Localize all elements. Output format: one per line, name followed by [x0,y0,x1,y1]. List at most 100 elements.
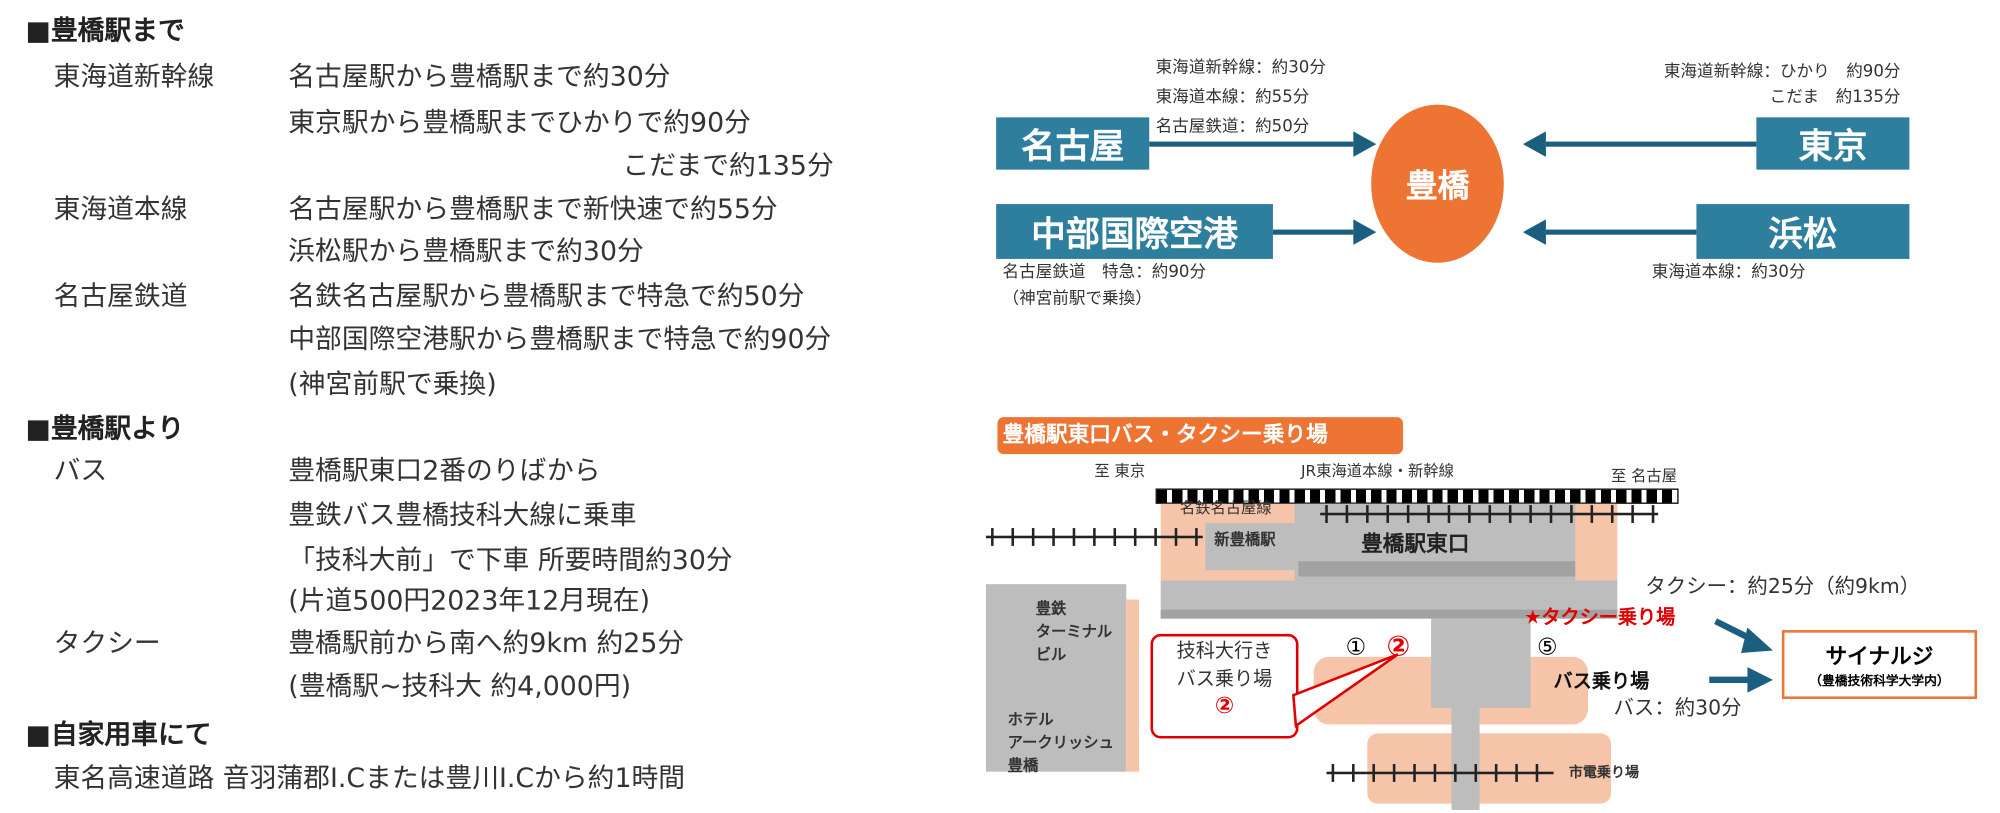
rail-tick [1447,505,1451,523]
rail-tick [1488,505,1492,523]
chubu-notes: 名古屋鉄道 特急：約90分 （神宮前駅で乗換） [1003,259,1207,313]
arrow-nagoya [1149,141,1354,147]
jr-rail [1155,488,1679,504]
rail-tick [1549,505,1553,523]
meitetsu-rail [1320,505,1659,523]
map-title: 豊橋駅東口バス・タクシー乗り場 [997,417,1404,455]
iida-rail [985,528,1203,546]
rail-tick [1345,505,1349,523]
rail-tick [1631,505,1634,523]
stop-5: ⑤ [1536,633,1558,661]
hamamatsu-notes: 東海道本線：約30分 [1651,262,1806,282]
meitetsu-label: 名鉄名古屋線 [1179,498,1272,517]
rail-tick [1331,764,1335,782]
callout-line: 技科大行き [1176,639,1273,662]
label-line: ターミナル [1035,622,1113,641]
rail-tick [1427,505,1430,523]
label-shinkansen: 東海道新幹線 [53,61,215,92]
rail-tick [1195,528,1198,546]
taxi-stand-label: ★タクシー乗り場 [1524,605,1676,629]
to-nagoya-label: 至 名古屋 [1610,466,1678,485]
rail-tick [1174,528,1178,546]
jr-line-label: JR東海道本線・新幹線 [1301,461,1454,480]
heading-by-car: ■自家用車にて [25,719,212,750]
rail-tick [1515,764,1518,782]
text-line: こだまで約135分 [622,150,834,182]
tram-stop-area [1367,733,1611,804]
arrow-head-icon [1522,219,1546,245]
rail-tick [1325,505,1328,523]
hotel-label: ホテル アークリッシュ 豊橋 [1008,708,1114,777]
pedestrian-deck [1431,618,1531,708]
label-taxi: タクシー [53,627,161,659]
tram-label: 市電乗り場 [1568,764,1640,781]
rail-tick [1154,528,1157,546]
heading-to-toyohashi: ■豊橋駅まで [25,15,185,46]
rail-tick [1535,764,1539,782]
note: （神宮前駅で乗換） [1002,289,1152,309]
toyohashi-circle: 豊橋 [1371,104,1504,263]
dest-sub: （豊橋技術科学大学内） [1809,674,1950,689]
shintoyohashi-building [1205,522,1295,571]
nagoya-box: 名古屋 [996,117,1150,170]
arrow-head-icon [1353,219,1377,245]
arrow-chubu [1272,229,1354,235]
rail-tick [1133,528,1137,546]
text-line: 浜松駅から豊橋駅まで約30分 [288,235,644,267]
label-line: 豊橋 [1007,756,1039,775]
rail-tick [1093,528,1096,546]
rail-tick [1372,764,1375,782]
stop-2: ② [1386,631,1411,664]
chubu-box: 中部国際空港 [996,204,1273,259]
text-line: 名古屋駅から豊橋駅まで約30分 [288,61,671,92]
text-line: 東名高速道路 音羽蒲郡I.Cまたは豊川I.Cから約1時間 [53,762,686,794]
text-line: 豊鉄バス豊橋技科大線に乗車 [288,499,637,531]
text-line: (豊橋駅~技科大 約4,000円) [288,670,632,702]
label-line: アークリッシュ [1007,733,1114,752]
terminal-building-label: 豊鉄 ターミナル ビル [1036,597,1113,666]
bus-time: バス：約30分 [1613,695,1742,720]
note: こだま 約135分 [1769,88,1901,108]
note: 名古屋鉄道：約50分 [1155,117,1310,137]
label-meitetsu: 名古屋鉄道 [53,280,188,312]
tokyo-box: 東京 [1756,117,1910,170]
arrow-head-icon [1353,131,1377,157]
arrow-head-icon [1522,131,1546,157]
rail-tick [1610,505,1614,523]
label-bus: バス [53,455,108,486]
text-line: (片道500円2023年12月現在) [288,585,651,617]
text-line: 中部国際空港駅から豊橋駅まで特急で約90分 [288,323,832,355]
label-line: ビル [1035,645,1067,664]
left-buildings [985,584,1127,772]
taxi-time: タクシー：約25分（約9km） [1645,573,1921,599]
arrow-tokyo [1545,141,1757,147]
text-line: 豊橋駅前から南へ約9km 約25分 [288,627,685,659]
rail-tick [1570,505,1573,523]
rail-tick [1468,505,1471,523]
walkway [1126,599,1140,772]
sainarji-destination: サイナルジ （豊橋技術科学大学内） [1781,630,1978,699]
rail-tick [1508,505,1512,523]
rail-tick [1366,505,1369,523]
rail-tick [1052,528,1055,546]
station-shadow [1298,561,1576,577]
east-exit-label: 豊橋駅東口 [1360,531,1470,558]
text-line: 名古屋駅から豊橋駅まで新快速で約55分 [288,193,778,225]
rail-tick [1072,528,1076,546]
shintoyohashi-label: 新豊橋駅 [1214,530,1276,549]
rail-tick [1406,505,1410,523]
rail-tick [1590,505,1594,523]
label-line: 豊鉄 [1035,599,1067,618]
callout-line: バス乗り場 [1176,667,1273,691]
nagoya-notes: 東海道新幹線：約30分 東海道本線：約55分 名古屋鉄道：約50分 [1156,54,1326,142]
text-line: 名鉄名古屋駅から豊橋駅まで特急で約50分 [288,280,805,312]
callout-stop-number: ② [1214,692,1235,720]
rail-tick [1454,764,1457,782]
bus-callout: 技科大行き バス乗り場 ② [1150,633,1299,739]
text-line: 豊橋駅東口2番のりばから [288,455,601,486]
note: 東海道新幹線：約30分 [1155,58,1326,78]
rail-tick [1529,505,1532,523]
text-line: (神宮前駅で乗換) [288,368,497,400]
note: 東海道本線：約55分 [1155,88,1310,108]
